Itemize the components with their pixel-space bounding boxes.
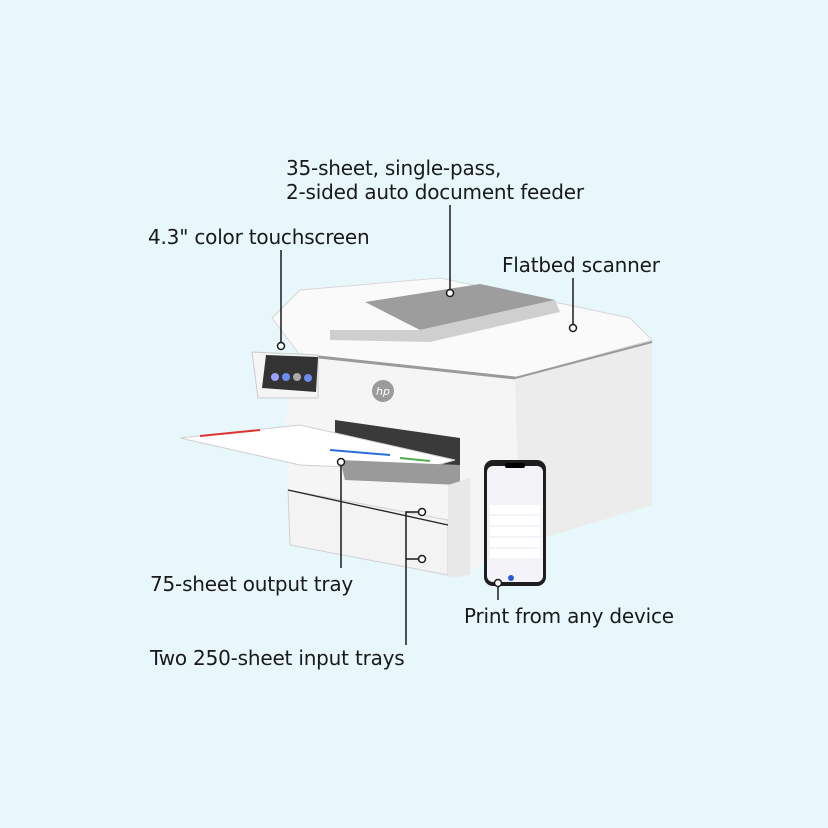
callout-input-trays: Two 250-sheet input trays xyxy=(150,646,405,670)
callout-print-any-device: Print from any device xyxy=(464,604,674,628)
touchscreen xyxy=(262,355,318,392)
hp-logo xyxy=(372,380,394,402)
callout-touchscreen: 4.3" color touchscreen xyxy=(148,225,370,249)
adf-tray xyxy=(365,284,555,330)
hp-logo-text: hp xyxy=(376,385,390,398)
callout-flatbed: Flatbed scanner xyxy=(502,253,660,277)
callout-adf-line2: 2-sided auto document feeder xyxy=(286,180,584,204)
callout-lines xyxy=(276,205,578,645)
callout-output-tray: 75-sheet output tray xyxy=(150,572,354,596)
callout-adf-line1: 35-sheet, single-pass, xyxy=(286,156,502,180)
